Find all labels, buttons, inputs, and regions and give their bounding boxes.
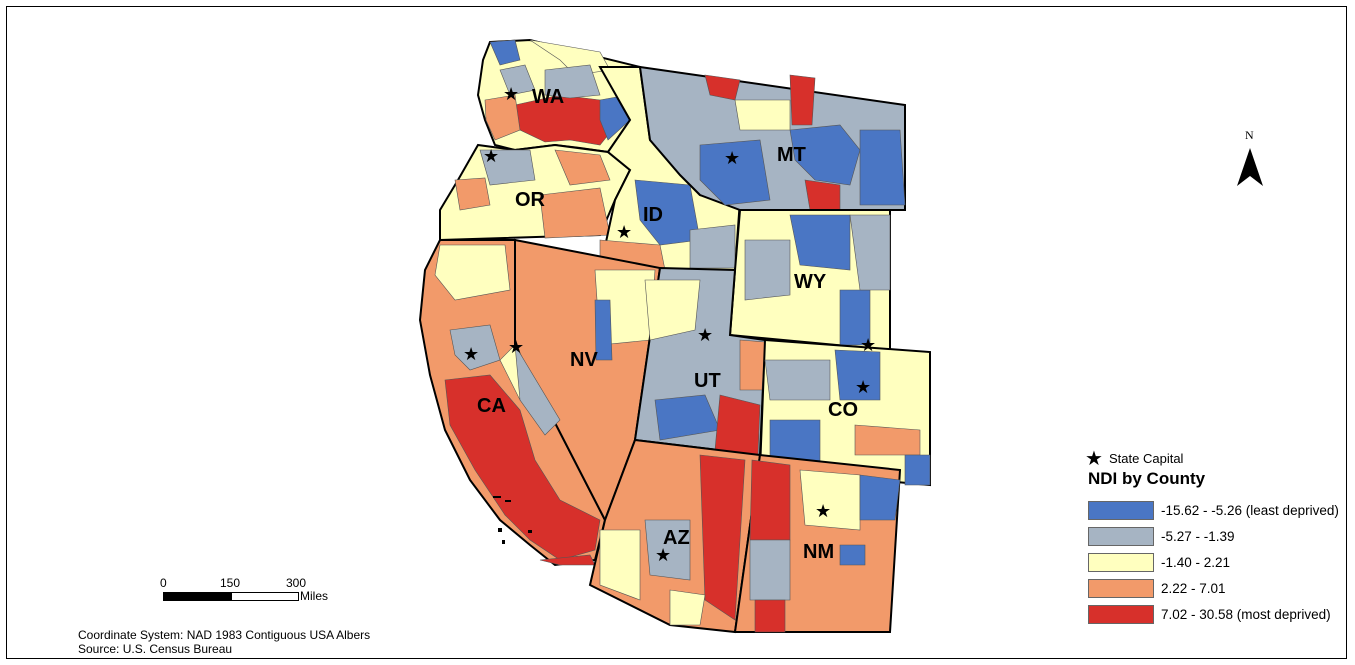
- legend-class-row: -5.27 - -1.39: [1083, 523, 1343, 549]
- state-label-ca: CA: [477, 395, 506, 417]
- state-az: [588, 438, 762, 634]
- legend-class-row: -15.62 - -5.26 (least deprived): [1083, 497, 1343, 523]
- map-credits: Coordinate System: NAD 1983 Contiguous U…: [78, 628, 370, 656]
- legend-swatch-high: [1088, 578, 1154, 598]
- state-label-nm: NM: [803, 541, 834, 563]
- legend-swatch-mid: [1088, 552, 1154, 572]
- state-label-wa: WA: [532, 86, 564, 108]
- legend-title: NDI by County: [1088, 469, 1206, 488]
- scale-tick-0: 0: [160, 576, 167, 590]
- north-arrow-icon: [1237, 148, 1263, 186]
- state-label-az: AZ: [663, 527, 690, 549]
- scale-tick-150: 150: [220, 576, 241, 590]
- legend-swatch-most-deprived: [1088, 604, 1154, 624]
- legend-class-row: 2.22 - 7.01: [1083, 575, 1343, 601]
- legend-swatch-low: [1088, 526, 1154, 546]
- legend-class-row: 7.02 - 30.58 (most deprived): [1083, 601, 1343, 627]
- scale-bar-white: [231, 592, 299, 601]
- state-or: [439, 143, 632, 242]
- legend-capital-row: ★ State Capital: [1083, 447, 1343, 470]
- legend-class-label: -15.62 - -5.26 (least deprived): [1161, 502, 1339, 518]
- state-label-wy: WY: [794, 271, 827, 293]
- north-letter: N: [1245, 128, 1254, 142]
- capital-star-icon: ★: [655, 545, 671, 566]
- coordinate-system-text: Coordinate System: NAD 1983 Contiguous U…: [78, 628, 371, 642]
- capital-star-icon: ★: [508, 337, 524, 358]
- state-ut: [633, 266, 767, 457]
- legend-swatch-least-deprived: [1088, 500, 1154, 520]
- capital-star-icon: ★: [463, 344, 479, 365]
- capital-star-icon: ★: [616, 222, 632, 243]
- scale-tick-300: 300: [286, 576, 307, 590]
- capital-star-icon: ★: [724, 148, 740, 169]
- state-nm: [733, 453, 902, 633]
- legend-class-label: -1.40 - 2.21: [1161, 554, 1231, 570]
- scale-bar: 0 150 300 Miles: [160, 576, 360, 606]
- state-label-id: ID: [643, 204, 663, 226]
- state-mt: [638, 65, 906, 211]
- state-label-mt: MT: [777, 144, 806, 166]
- north-arrow: N: [1230, 128, 1270, 192]
- state-label-nv: NV: [570, 349, 598, 371]
- state-wy: [728, 209, 891, 352]
- state-co: [758, 338, 931, 487]
- source-text: Source: U.S. Census Bureau: [78, 642, 233, 656]
- capital-star-icon: ★: [815, 501, 831, 522]
- state-label-or: OR: [515, 189, 546, 211]
- capital-star-icon: ★: [483, 146, 499, 167]
- capital-star-icon: ★: [503, 84, 519, 105]
- legend: ★ State Capital NDI by County -15.62 - -…: [1083, 448, 1343, 627]
- capital-star-icon: ★: [697, 325, 713, 346]
- state-capitals: ★ ★ ★ ★ ★ ★ ★ ★ ★ ★ ★: [463, 84, 876, 566]
- capital-star-icon: ★: [860, 335, 876, 356]
- scale-unit: Miles: [300, 589, 329, 603]
- capital-star-icon: ★: [855, 377, 871, 398]
- state-label-co: CO: [828, 399, 858, 421]
- state-nv: [514, 238, 662, 523]
- state-ca: [418, 239, 607, 567]
- state-label-ut: UT: [694, 370, 721, 392]
- legend-class-label: -5.27 - -1.39: [1161, 528, 1235, 544]
- legend-class-label: 2.22 - 7.01: [1161, 580, 1226, 596]
- legend-capital-label: State Capital: [1109, 450, 1184, 466]
- legend-class-row: -1.40 - 2.21: [1083, 549, 1343, 575]
- map-frame: [6, 6, 1347, 659]
- legend-class-label: 7.02 - 30.58 (most deprived): [1161, 606, 1331, 622]
- scale-bar-black: [163, 592, 233, 601]
- capital-star-icon: ★: [1085, 447, 1103, 470]
- channel-islands: [493, 496, 532, 544]
